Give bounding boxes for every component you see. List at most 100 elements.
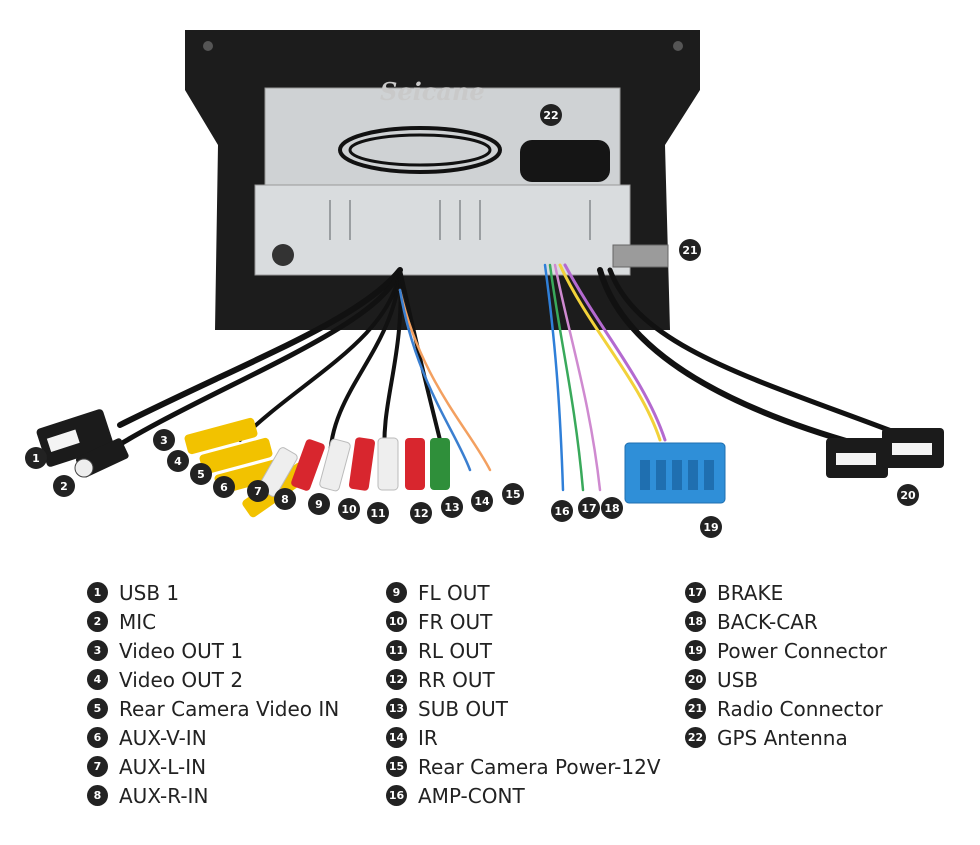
callout-12: 12: [410, 502, 432, 524]
legend-number: 12: [386, 669, 407, 690]
legend-item: 21 Radio Connector: [685, 694, 887, 723]
legend-label: IR: [418, 725, 438, 750]
callout-18: 18: [601, 497, 623, 519]
callout-4: 4: [167, 450, 189, 472]
legend-label: MIC: [119, 609, 157, 634]
legend-item: 18 BACK-CAR: [685, 607, 887, 636]
callout-2: 2: [53, 475, 75, 497]
legend-item: 5 Rear Camera Video IN: [87, 694, 339, 723]
legend-item: 16 AMP-CONT: [386, 781, 661, 810]
legend-number: 5: [87, 698, 108, 719]
mic-plug: [74, 438, 129, 478]
callout-20: 20: [897, 484, 919, 506]
legend-number: 21: [685, 698, 706, 719]
legend-number: 22: [685, 727, 706, 748]
legend-item: 2 MIC: [87, 607, 339, 636]
legend-item: 4 Video OUT 2: [87, 665, 339, 694]
legend-number: 4: [87, 669, 108, 690]
legend-label: Rear Camera Video IN: [119, 696, 340, 721]
legend-number: 11: [386, 640, 407, 661]
legend-label: RL OUT: [418, 638, 492, 663]
legend-number: 20: [685, 669, 706, 690]
legend-item: 10 FR OUT: [386, 607, 661, 636]
legend-item: 20 USB: [685, 665, 887, 694]
legend-label: Radio Connector: [717, 696, 883, 721]
callout-6: 6: [213, 476, 235, 498]
legend-label: AUX-L-IN: [119, 754, 207, 779]
legend-label: FR OUT: [418, 609, 493, 634]
legend-number: 1: [87, 582, 108, 603]
usb-plugs-right: [826, 428, 944, 478]
legend-number: 14: [386, 727, 407, 748]
legend-item: 13 SUB OUT: [386, 694, 661, 723]
callout-9: 9: [308, 493, 330, 515]
callout-1: 1: [25, 447, 47, 469]
legend-column-3: 17 BRAKE 18 BACK-CAR 19 Power Connector 20 U…: [685, 578, 887, 752]
legend-label: USB: [717, 667, 759, 692]
head-unit-chassis: Seicane: [254, 77, 631, 276]
callout-11: 11: [367, 502, 389, 524]
legend-item: 6 AUX-V-IN: [87, 723, 339, 752]
callout-13: 13: [441, 496, 463, 518]
legend-item: 14 IR: [386, 723, 661, 752]
callout-17: 17: [578, 497, 600, 519]
legend-label: AMP-CONT: [418, 783, 525, 808]
legend-number: 10: [386, 611, 407, 632]
wiring-illustration: Seicane: [36, 30, 944, 518]
legend-item: 17 BRAKE: [685, 578, 887, 607]
callout-14: 14: [471, 490, 493, 512]
callout-3: 3: [153, 429, 175, 451]
legend-label: Power Connector: [717, 638, 887, 663]
callout-21: 21: [679, 239, 701, 261]
legend-label: Video OUT 2: [119, 667, 244, 692]
legend-item: 22 GPS Antenna: [685, 723, 887, 752]
legend-item: 12 RR OUT: [386, 665, 661, 694]
legend-number: 2: [87, 611, 108, 632]
legend-label: BACK-CAR: [717, 609, 818, 634]
power-connector: [624, 442, 726, 504]
legend-number: 19: [685, 640, 706, 661]
legend-number: 13: [386, 698, 407, 719]
legend-label: BRAKE: [717, 580, 784, 605]
wiring-diagram: Seicane: [25, 30, 944, 538]
callout-5: 5: [190, 463, 212, 485]
legend-number: 7: [87, 756, 108, 777]
legend-number: 6: [87, 727, 108, 748]
legend-label: GPS Antenna: [717, 725, 848, 750]
callout-15: 15: [502, 483, 524, 505]
legend-label: AUX-R-IN: [119, 783, 209, 808]
radio-connector: [612, 244, 669, 268]
callout-7: 7: [247, 480, 269, 502]
legend-item: 8 AUX-R-IN: [87, 781, 339, 810]
legend-label: AUX-V-IN: [119, 725, 207, 750]
gps-antenna: [338, 126, 610, 182]
legend-label: USB 1: [119, 580, 180, 605]
legend-label: RR OUT: [418, 667, 495, 692]
legend-item: 11 RL OUT: [386, 636, 661, 665]
callout-10: 10: [338, 498, 360, 520]
callout-19: 19: [700, 516, 722, 538]
legend-item: 1 USB 1: [87, 578, 339, 607]
legend-label: FL OUT: [418, 580, 490, 605]
legend-number: 17: [685, 582, 706, 603]
legend-label: Rear Camera Power-12V: [418, 754, 661, 779]
callout-8: 8: [274, 488, 296, 510]
callout-22: 22: [540, 104, 562, 126]
rca-plugs: [184, 417, 450, 518]
brand-logo: Seicane: [380, 77, 485, 106]
legend-number: 3: [87, 640, 108, 661]
callout-16: 16: [551, 500, 573, 522]
legend-item: 9 FL OUT: [386, 578, 661, 607]
legend-number: 16: [386, 785, 407, 806]
legend-column-2: 9 FL OUT 10 FR OUT 11 RL OUT 12 RR OUT 13 SUB…: [386, 578, 661, 810]
legend-number: 9: [386, 582, 407, 603]
legend-item: 15 Rear Camera Power-12V: [386, 752, 661, 781]
legend-item: 19 Power Connector: [685, 636, 887, 665]
legend-number: 18: [685, 611, 706, 632]
legend-label: SUB OUT: [418, 696, 509, 721]
legend-number: 15: [386, 756, 407, 777]
legend-number: 8: [87, 785, 108, 806]
legend-item: 7 AUX-L-IN: [87, 752, 339, 781]
